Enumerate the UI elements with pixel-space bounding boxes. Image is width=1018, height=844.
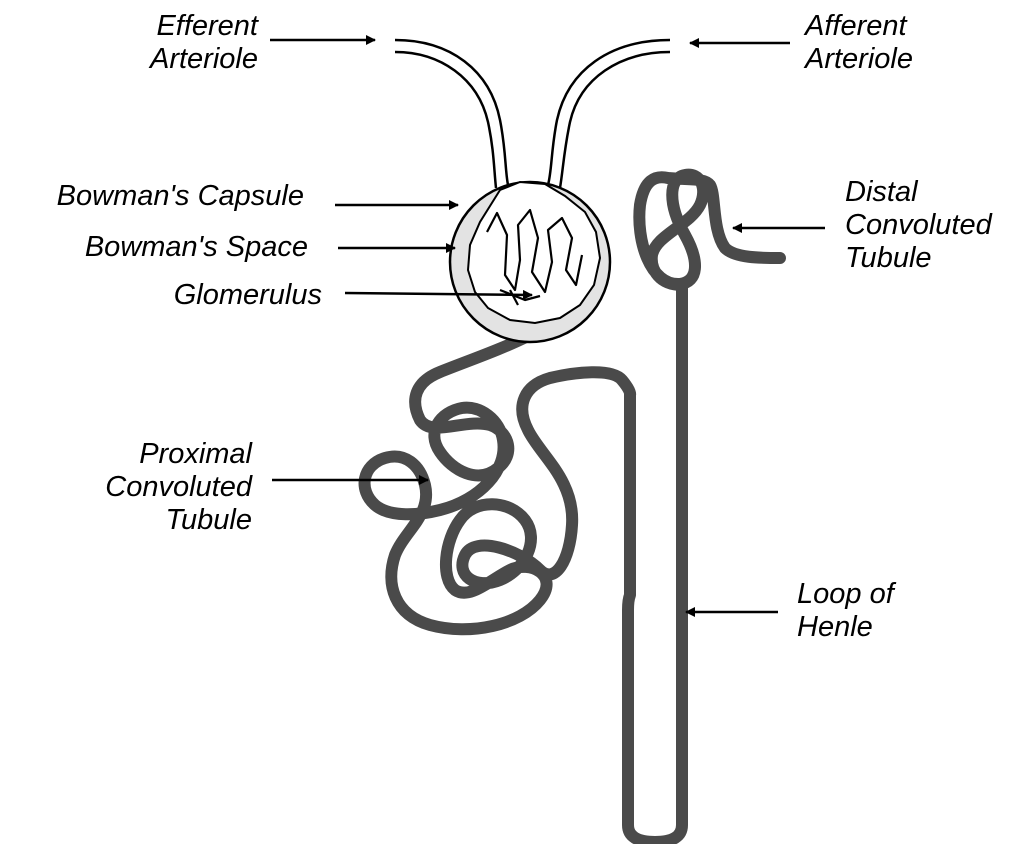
distal-convoluted-tubule-label: Distal Convoluted Tubule [845, 176, 992, 275]
bowmans-space-label: Bowman's Space [85, 231, 308, 264]
afferent-arteriole-label: Afferent Arteriole [805, 10, 913, 76]
distal-convoluted-tubule [639, 175, 780, 285]
bowmans-capsule-label: Bowman's Capsule [57, 180, 304, 213]
afferent-arteriole [548, 40, 670, 188]
proximal-convoluted-tubule [365, 335, 631, 629]
loop-of-henle-label: Loop of Henle [797, 578, 894, 644]
loop-of-henle [628, 285, 682, 842]
efferent-arteriole-label: Efferent Arteriole [150, 10, 258, 76]
efferent-arteriole [395, 40, 508, 188]
proximal-convoluted-tubule-label: Proximal Convoluted Tubule [105, 438, 252, 537]
glomerulus-label: Glomerulus [174, 279, 322, 312]
